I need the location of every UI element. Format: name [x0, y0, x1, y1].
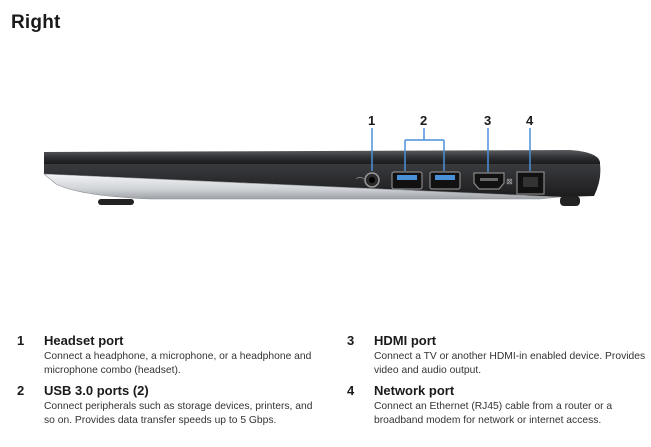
usb-port-icon-2 [429, 171, 461, 190]
laptop-lid [44, 150, 600, 166]
callout-4: 4 [526, 113, 534, 128]
legend-description: Connect a TV or another HDMI-in enabled … [374, 351, 646, 376]
laptop-foot-back [560, 196, 580, 206]
legend-title: USB 3.0 ports (2) [44, 383, 149, 398]
laptop-side-panel [44, 164, 601, 197]
legend-number: 1 [17, 333, 25, 348]
headset-port-icon: ⌒ [356, 172, 380, 188]
laptop-base [43, 173, 561, 200]
legend-number: 4 [347, 383, 355, 398]
legend-title: Network port [374, 383, 455, 398]
legend-title: HDMI port [374, 333, 437, 348]
legend-number: 2 [17, 383, 25, 398]
callout-1: 1 [368, 113, 375, 128]
svg-text:⊠: ⊠ [506, 177, 513, 186]
svg-text:⌒: ⌒ [356, 177, 364, 186]
network-port-icon: ⊠ [506, 171, 545, 195]
hdmi-port-icon [473, 172, 505, 190]
legend-description: Connect a headphone, a microphone, or a … [44, 351, 312, 376]
laptop-foot-front [98, 199, 134, 205]
callout-3: 3 [484, 113, 491, 128]
page-title: Right [11, 12, 61, 33]
legend-title: Headset port [44, 333, 124, 348]
legend-description: Connect peripherals such as storage devi… [44, 401, 313, 426]
laptop-right-side-illustration: ⌒ ⊠ 1 2 3 4 [43, 113, 601, 206]
legend-description: Connect an Ethernet (RJ45) cable from a … [374, 401, 613, 426]
callout-2: 2 [420, 113, 427, 128]
legend-number: 3 [347, 333, 355, 348]
usb-port-icon-1 [391, 171, 423, 190]
